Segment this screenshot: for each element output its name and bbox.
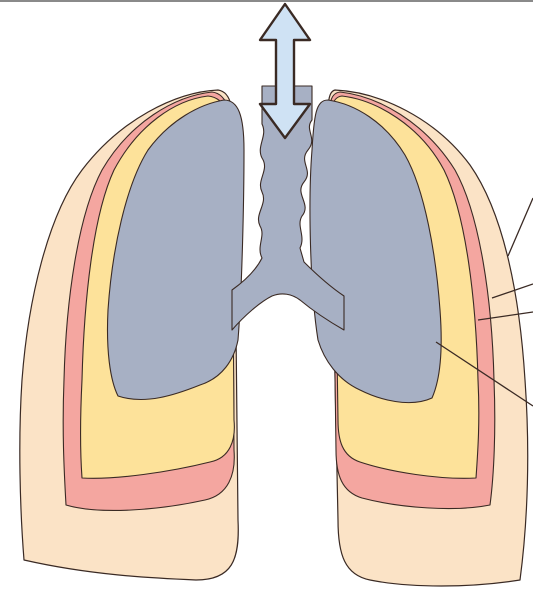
right-lung	[310, 90, 528, 586]
leader-line-1	[508, 198, 533, 256]
left-lung	[20, 90, 244, 580]
